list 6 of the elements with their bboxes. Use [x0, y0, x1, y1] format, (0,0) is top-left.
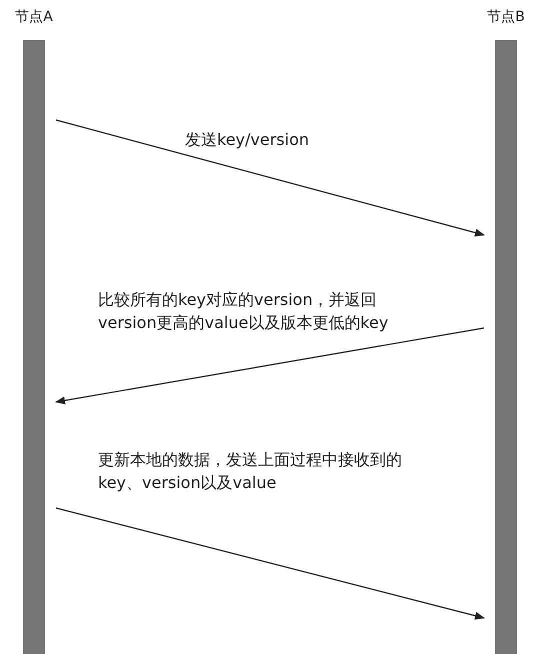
lifeline-title: 节点B [487, 8, 525, 26]
message-arrow [55, 327, 484, 404]
message-arrow [56, 119, 485, 237]
lifeline-title: 节点A [15, 8, 53, 26]
lifeline [12, 8, 56, 654]
message-arrow [56, 507, 485, 620]
